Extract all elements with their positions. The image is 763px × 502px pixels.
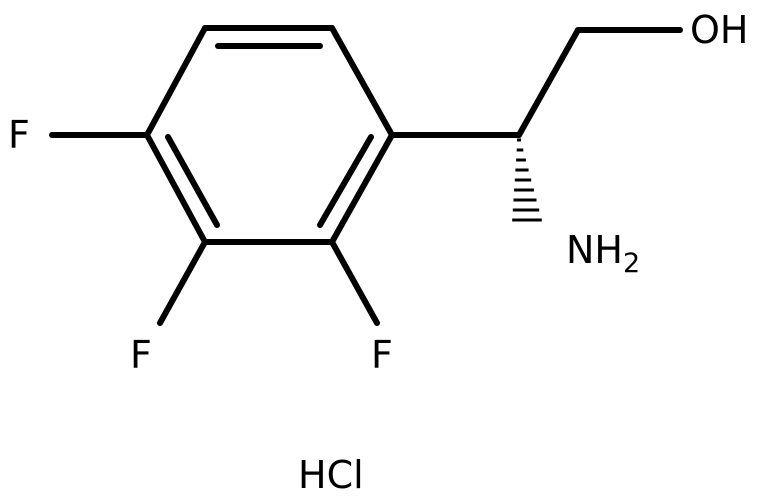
substituent-bonds	[49, 27, 683, 326]
bond-c3-fluorine	[157, 239, 208, 326]
bond-c2-fluorine	[329, 239, 380, 326]
amine-subscript-label: 2	[623, 248, 640, 279]
bond-ring-lower-right	[329, 132, 395, 245]
fluorine-c2-label: F	[371, 333, 393, 377]
hydrochloride-label: HCl	[298, 453, 364, 497]
amine-label: NH2	[566, 228, 640, 279]
ring-bonds	[144, 25, 395, 245]
bond-ring-lower-left-inner	[165, 134, 220, 228]
bond-chiral-carbon-to-ch2	[516, 27, 581, 138]
fluorine-c4-label: F	[8, 113, 30, 157]
hashed-wedge-bond	[512, 138, 542, 222]
hydroxyl-label: OH	[690, 8, 748, 52]
atom-labels: OH NH2 F F F HCl	[8, 8, 748, 497]
bond-ring-upper-right	[329, 25, 395, 138]
bond-ring-lower-right-inner	[317, 134, 374, 228]
bond-ring-upper-left	[144, 25, 208, 138]
fluorine-c3-label: F	[130, 333, 152, 377]
amine-nitrogen-label: NH	[566, 228, 623, 272]
bond-ring-lower-left	[144, 132, 208, 245]
